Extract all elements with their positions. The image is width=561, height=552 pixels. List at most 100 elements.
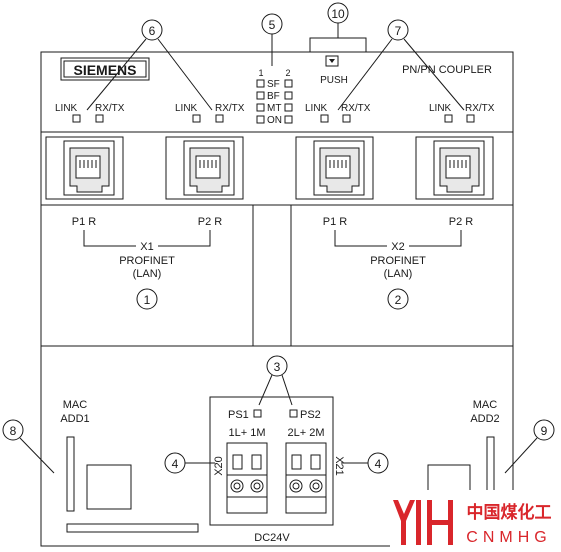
x2-p2-label: P2 R — [449, 216, 474, 228]
led-mt-2 — [284, 103, 293, 112]
port-led-labels: LINK RX/TX LINK RX/TX LINK RX/TX LINK RX… — [55, 103, 495, 123]
x2-section: P1 R P2 R X2 PROFINET (LAN) — [323, 216, 474, 280]
led-mt-1 — [256, 103, 265, 112]
mac-address-right: MAC ADD2 — [427, 399, 500, 512]
link-label-4: LINK — [429, 103, 452, 114]
x21-label: X21 — [333, 456, 345, 476]
led-mt-label: MT — [267, 103, 281, 114]
svg-text:1: 1 — [144, 293, 151, 307]
svg-text:7: 7 — [395, 24, 402, 38]
led-on-2 — [284, 115, 293, 124]
x2-p1-label: P1 R — [323, 216, 348, 228]
rxtx-label-1: RX/TX — [95, 103, 125, 114]
mac-right-line2: ADD2 — [470, 413, 499, 425]
ps2-label: PS2 — [300, 409, 321, 421]
x2-lan: (LAN) — [384, 268, 413, 280]
brand-logo: SIEMENS — [73, 62, 136, 78]
dc24v-label: DC24V — [254, 532, 290, 544]
mac-left-strip — [66, 436, 75, 512]
x1-lan: (LAN) — [133, 268, 162, 280]
link-led-3 — [320, 114, 329, 123]
x1-protocol: PROFINET — [119, 255, 175, 267]
callout-6: 6 — [86, 19, 213, 111]
link-led-2 — [192, 114, 201, 123]
led-col-1: 1 — [258, 68, 263, 78]
terminal-left-label: 1L+ 1M — [229, 427, 266, 439]
mac-right-label-plate — [427, 464, 471, 512]
x1-section: P1 R P2 R X1 PROFINET (LAN) — [72, 216, 223, 280]
svg-text:4: 4 — [375, 457, 382, 471]
x1-name: X1 — [140, 241, 153, 253]
callout-2: 2 — [387, 288, 409, 310]
mac-right-line1: MAC — [473, 399, 498, 411]
svg-text:9: 9 — [541, 424, 548, 438]
x1-p1-label: P1 R — [72, 216, 97, 228]
mac-left-line2: ADD1 — [60, 413, 89, 425]
mac-left-line1: MAC — [63, 399, 88, 411]
watermark-glyph-h — [427, 500, 453, 545]
led-col-2: 2 — [285, 68, 290, 78]
x1-p2-label: P2 R — [198, 216, 223, 228]
rxtx-label-3: RX/TX — [341, 103, 371, 114]
link-label-2: LINK — [175, 103, 198, 114]
callout-1: 1 — [136, 288, 158, 310]
rxtx-led-3 — [342, 114, 351, 123]
led-sf-2 — [284, 79, 293, 88]
svg-text:2: 2 — [395, 293, 402, 307]
ps2-led — [289, 409, 298, 418]
svg-text:5: 5 — [269, 18, 276, 32]
callout-3: 3 — [258, 355, 293, 406]
led-bf-1 — [256, 91, 265, 100]
svg-text:6: 6 — [149, 24, 156, 38]
watermark-logo: 中国煤化工 CNMHG — [390, 490, 561, 552]
watermark-cn: 中国煤化工 — [467, 502, 552, 522]
device-name: PN/PN COUPLER — [402, 64, 492, 76]
brand-plate: SIEMENS — [60, 57, 150, 81]
x2-protocol: PROFINET — [370, 255, 426, 267]
svg-text:10: 10 — [331, 7, 345, 21]
callout-10: 10 — [327, 2, 349, 38]
link-label-3: LINK — [305, 103, 328, 114]
mac-address-left: MAC ADD1 — [60, 399, 199, 533]
rj45-port-4 — [415, 136, 494, 200]
link-label-1: LINK — [55, 103, 78, 114]
rxtx-led-4 — [466, 114, 475, 123]
callout-8: 8 — [2, 419, 55, 474]
led-sf-label: SF — [267, 79, 280, 90]
push-handle: PUSH — [309, 37, 367, 86]
mac-left-label-plate — [86, 464, 132, 510]
power-supply-section: PS1 PS2 1L+ 1M 2L+ 2M X20 X21 DC24V — [209, 396, 345, 544]
push-label: PUSH — [320, 75, 348, 86]
ps1-label: PS1 — [228, 409, 249, 421]
rxtx-label-2: RX/TX — [215, 103, 245, 114]
link-led-4 — [444, 114, 453, 123]
rj45-port-3 — [295, 136, 374, 200]
callout-4-left: 4 — [164, 452, 215, 474]
rxtx-led-2 — [215, 114, 224, 123]
watermark-en: CNMHG — [466, 529, 551, 546]
status-led-block: 1 2 SF BF MT ON — [256, 68, 293, 126]
callout-5: 5 — [261, 13, 283, 66]
rxtx-label-4: RX/TX — [465, 103, 495, 114]
rj45-port-1 — [45, 136, 124, 200]
rj45-port-2 — [165, 136, 244, 200]
x20-label: X20 — [213, 456, 225, 476]
svg-text:8: 8 — [10, 424, 17, 438]
x2-name: X2 — [391, 241, 404, 253]
terminal-block-x21 — [285, 442, 327, 514]
led-bf-label: BF — [267, 91, 280, 102]
bottom-rail — [66, 523, 199, 533]
led-bf-2 — [284, 91, 293, 100]
svg-text:3: 3 — [274, 360, 281, 374]
svg-text:4: 4 — [172, 457, 179, 471]
callout-7: 7 — [337, 19, 465, 111]
led-on-1 — [256, 115, 265, 124]
ps1-led — [253, 409, 262, 418]
power-terminal-frame — [209, 396, 334, 526]
led-on-label: ON — [267, 115, 282, 126]
link-led-1 — [72, 114, 81, 123]
callout-9: 9 — [504, 419, 555, 474]
terminal-block-x20 — [226, 442, 268, 514]
terminal-right-label: 2L+ 2M — [288, 427, 325, 439]
